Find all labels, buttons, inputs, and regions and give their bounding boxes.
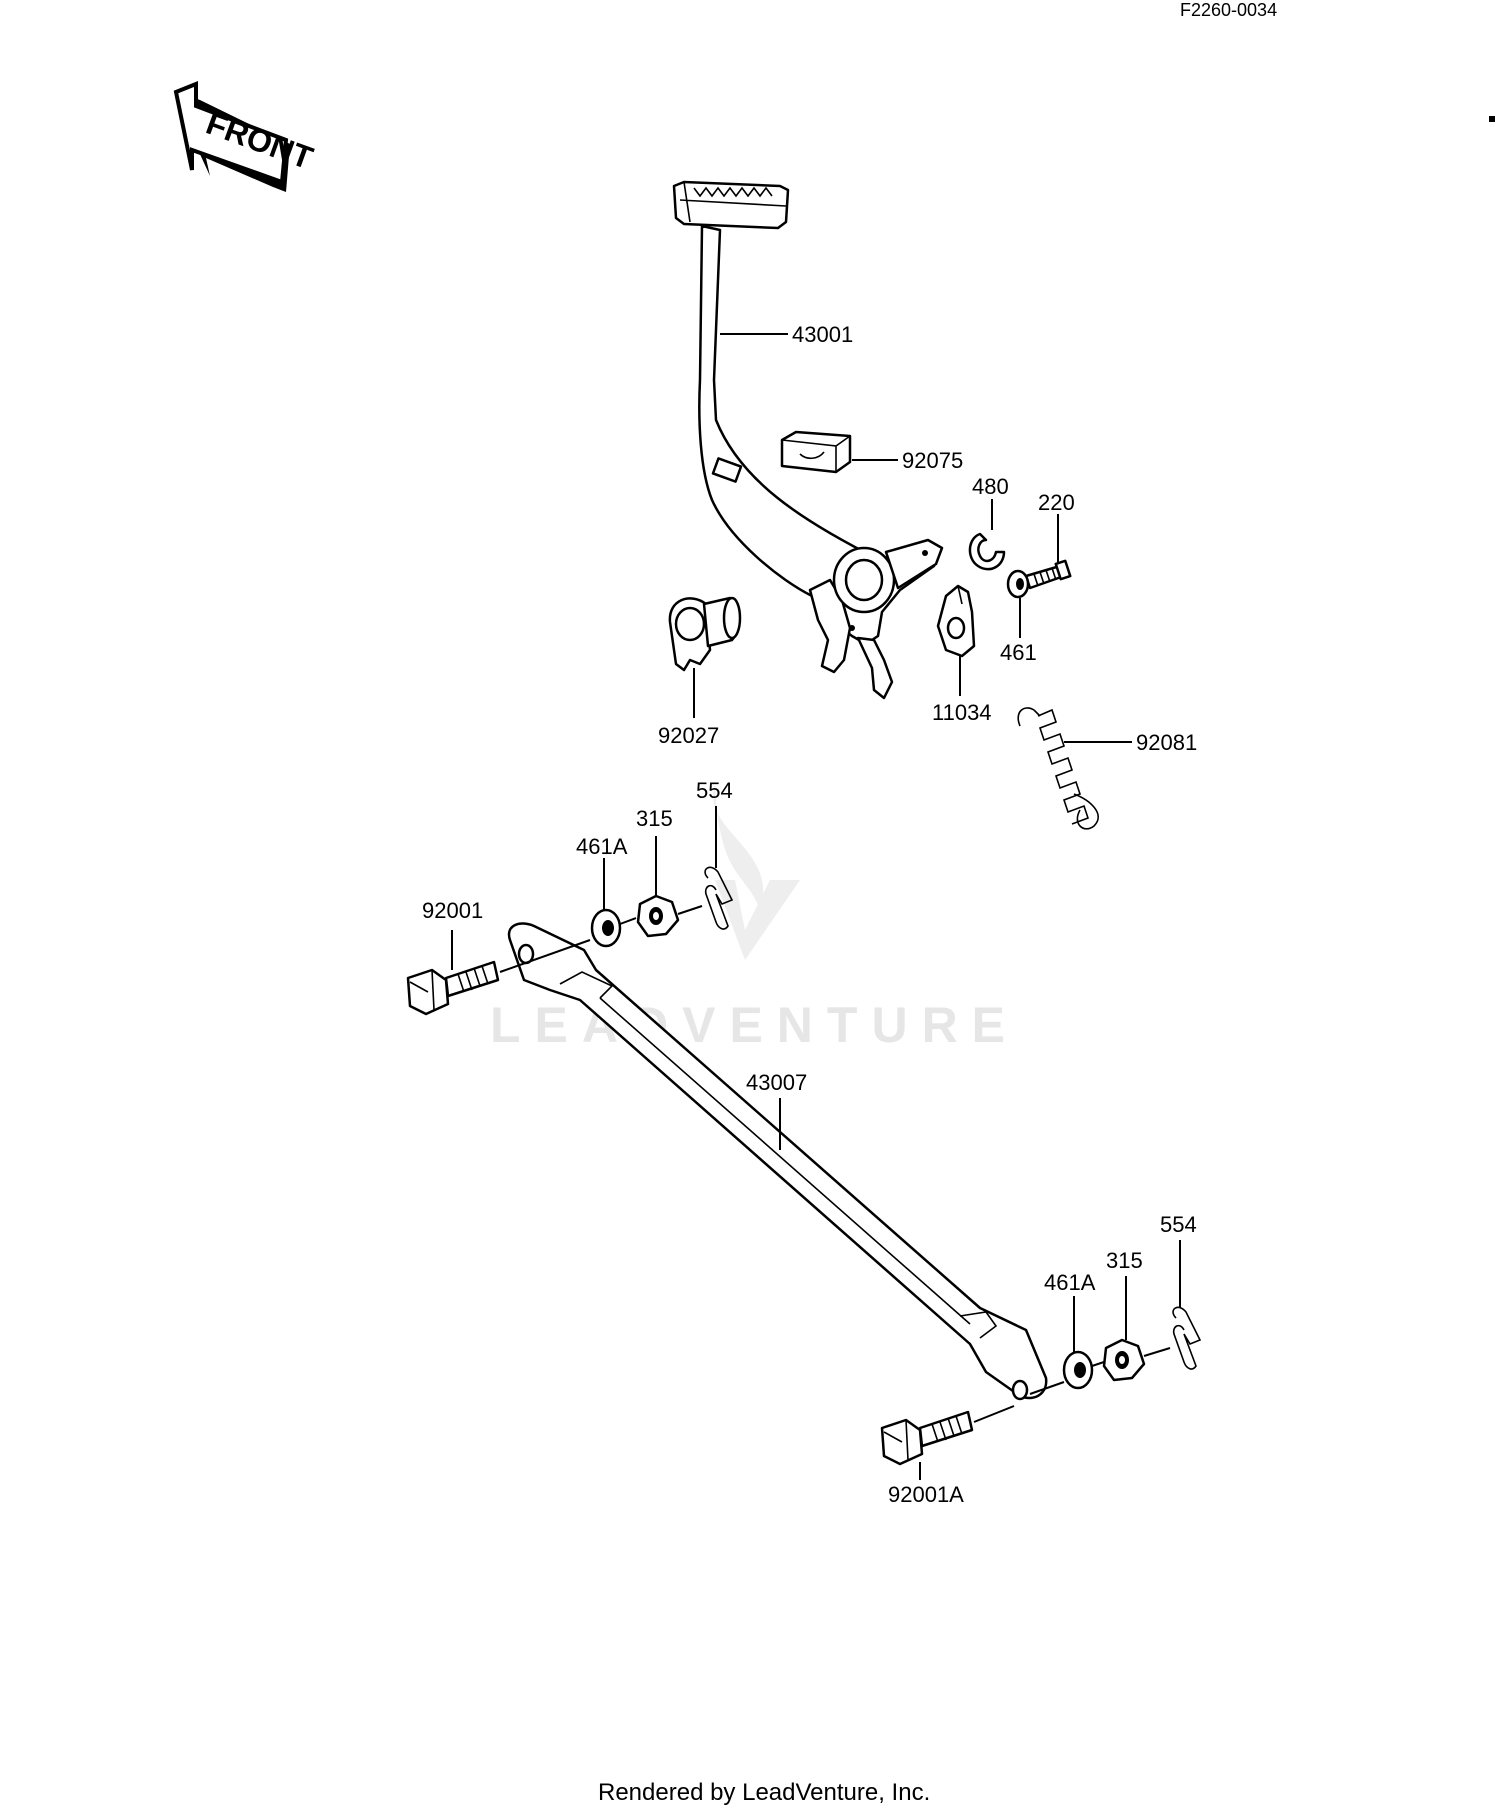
axis-line-top-left	[499, 939, 591, 973]
washer-461A-bottom	[1062, 1350, 1094, 1390]
axis-line-top-mid	[619, 917, 637, 925]
axis-line-bottom-mid	[1029, 1381, 1065, 1395]
label-554-top: 554	[696, 778, 733, 803]
pedal-pad-92075	[780, 430, 852, 474]
axis-line-bottom-far	[1143, 1347, 1171, 1357]
watermark: LEADVENTURE	[490, 785, 1019, 1053]
washer-461	[1006, 569, 1030, 599]
axis-line-bottom-left	[973, 1405, 1015, 1423]
clip-554-bottom	[1172, 1306, 1202, 1370]
label-11034: 11034	[932, 700, 992, 725]
label-461A-bottom: 461A	[1044, 1270, 1096, 1295]
reference-code: F2260-0034	[1180, 0, 1277, 20]
label-92001A: 92001A	[888, 1482, 964, 1507]
watermark-text: LEADVENTURE	[490, 997, 1019, 1053]
label-480: 480	[972, 474, 1009, 499]
bolt-92001A	[880, 1410, 974, 1466]
label-92075: 92075	[902, 448, 963, 473]
label-315-top: 315	[636, 806, 673, 831]
front-arrow-icon: FRONT	[173, 81, 318, 192]
circlip-480	[968, 532, 1006, 571]
brake-pedal-43001	[672, 180, 944, 700]
label-43007: 43007	[746, 1070, 807, 1095]
bushing-92027	[668, 596, 742, 672]
nut-315-bottom	[1102, 1338, 1146, 1382]
axis-line-top-right	[677, 905, 703, 915]
label-92027: 92027	[658, 723, 719, 748]
screw-220	[1024, 559, 1072, 590]
brake-rod-43007	[507, 922, 1048, 1401]
label-315-bottom: 315	[1106, 1248, 1143, 1273]
footer-credit: Rendered by LeadVenture, Inc.	[598, 1779, 930, 1806]
spring-92081	[1017, 707, 1099, 830]
washer-461A-top	[590, 908, 622, 948]
label-92001: 92001	[422, 898, 483, 923]
label-220: 220	[1038, 490, 1075, 515]
bracket-11034	[936, 584, 976, 658]
label-92081: 92081	[1136, 730, 1197, 755]
label-461: 461	[1000, 640, 1037, 665]
nut-315-top	[636, 894, 680, 938]
label-554-bottom: 554	[1160, 1212, 1197, 1237]
axis-line-bottom-right	[1091, 1361, 1105, 1367]
clip-554-top	[704, 866, 734, 930]
bolt-92001	[406, 960, 500, 1016]
corner-mark	[1489, 116, 1495, 122]
label-43001: 43001	[792, 322, 853, 347]
label-461A-top: 461A	[576, 834, 628, 859]
